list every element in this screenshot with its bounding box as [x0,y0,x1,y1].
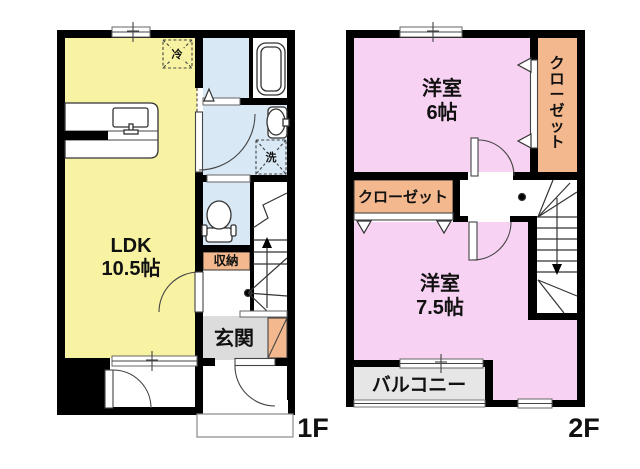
bedroom6-name-label: 洋室 [422,76,462,100]
closet-mid-door [353,212,454,235]
refrigerator-box: 冷 [162,39,193,69]
bedroom75-door [468,221,512,261]
washroom-door [194,111,256,173]
bedroom6-door [470,137,515,177]
stairs-2f [517,179,578,314]
bedroom6-size-label: 6帖 [426,101,457,124]
porch-step [196,413,294,438]
kitchen-partition-overlay [57,131,108,140]
stairs-1f [243,192,288,313]
window-ldk-bottom [111,351,198,371]
bathroom-door-triangle [203,87,215,102]
storage-label: 収納 [213,253,238,268]
genkan-step [239,310,288,318]
room-ldk [65,38,197,358]
closet-right [538,38,577,172]
bedroom75-name-label: 洋室 [420,271,460,295]
toilet [201,200,237,243]
washbasin [266,106,290,139]
room-bedroom-75-c [493,360,577,400]
front-door [234,357,276,407]
room-genkan [203,316,268,360]
balcony-floor [354,367,485,400]
kitchen-counter [64,102,159,159]
fridge-label: 冷 [172,47,183,61]
closet-right-label: クローゼット [549,55,564,151]
room-bedroom-6 [354,38,530,172]
ldk-door [158,271,204,313]
closet-right-door [516,56,539,150]
washer-label: 洗 [266,150,277,164]
floor-plan-1f: 冷 洗 [57,22,329,443]
room-bathroom [203,38,250,98]
ldk-name-label: LDK [110,235,152,257]
balcony-window [399,354,484,373]
room-bedroom-75-a [354,222,528,360]
bedroom75-size-label: 7.5帖 [416,296,464,319]
porch-opening [202,400,288,416]
floor-plan-2f: 洋室 6帖 クローゼット クローゼット 洋室 7.5帖 バルコニー 2F [346,22,600,443]
wall-mass-bottom-left [57,358,110,415]
balcony-railing [353,399,486,408]
ldk-size-label: 10.5帖 [102,257,161,280]
room-bedroom-75-b [528,320,577,360]
genkan-label: 玄関 [214,326,254,350]
closet-mid [353,179,454,215]
side-door [104,369,152,409]
bathtub [256,42,286,96]
window-2f-bottom [517,398,553,409]
balcony-label: バルコニー [372,374,467,396]
washroom-toilet-opening [206,174,251,183]
floor-label-1f: 1F [297,413,329,443]
floor-label-2f: 2F [568,413,600,443]
window-1f-top [111,22,151,42]
closet-mid-label: クローゼット [358,188,448,206]
washing-machine-box: 洗 [255,139,287,175]
window-2f-top [399,22,463,42]
bathroom-door [202,97,241,106]
shoe-cabinet-diagonal [267,317,288,359]
